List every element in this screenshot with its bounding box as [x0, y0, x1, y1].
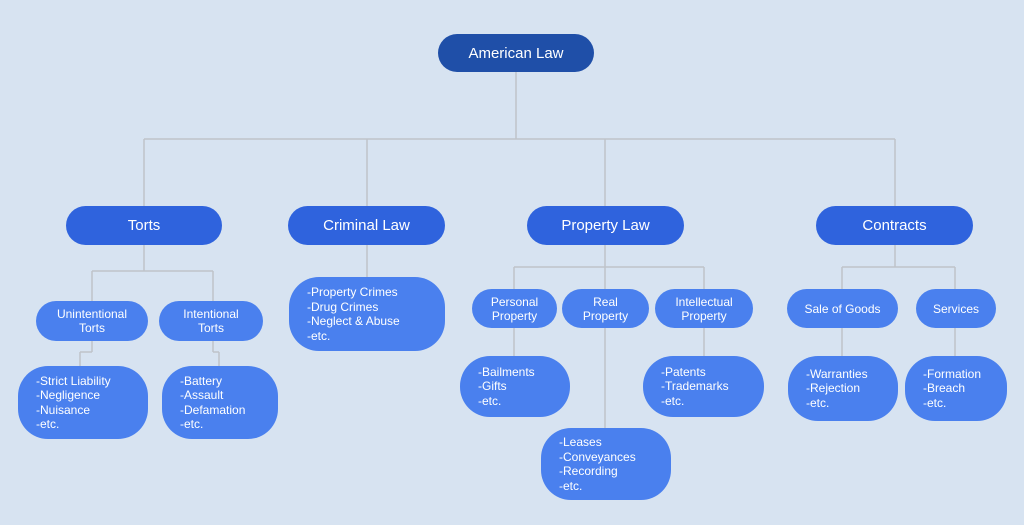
criminal-law-label: Criminal Law [323, 217, 410, 234]
leaf-personal-property-examples: -Bailments -Gifts -etc. [460, 356, 570, 417]
list-item: -Recording [559, 464, 618, 478]
leaf-intentional-torts-examples: -Battery -Assault -Defamation -etc. [162, 366, 278, 439]
list-item: -Neglect & Abuse [307, 314, 400, 328]
subcategory-node-sale-of-goods: Sale of Goods [787, 289, 898, 328]
real-property-line2: Property [582, 308, 629, 323]
leaf-real-property-examples: -Leases -Conveyances -Recording -etc. [541, 428, 671, 500]
personal-property-line1: Personal [490, 294, 539, 309]
torts-label: Torts [127, 217, 161, 234]
list-item: -Gifts [478, 379, 507, 394]
list-item: -etc. [180, 417, 204, 431]
subcategory-node-unintentional-torts: Unintentional Torts [36, 301, 148, 341]
subcategory-node-services: Services [916, 289, 996, 328]
leaf-sale-of-goods-examples: -Warranties -Rejection -etc. [788, 356, 898, 421]
category-node-property-law: Property Law [527, 206, 684, 245]
sale-of-goods-label: Sale of Goods [804, 301, 881, 316]
services-label: Services [932, 301, 979, 316]
category-node-contracts: Contracts [816, 206, 973, 245]
list-item: -Conveyances [559, 449, 636, 464]
list-item: -etc. [923, 395, 947, 410]
intellectual-property-line2: Property [681, 308, 727, 323]
subcategory-node-intentional-torts: Intentional Torts [159, 301, 263, 341]
list-item: -Strict Liability [36, 373, 111, 388]
root-node-american-law: American Law [438, 34, 594, 72]
list-item: -Nuisance [36, 402, 91, 417]
contracts-label: Contracts [862, 217, 927, 234]
list-item: -Trademarks [661, 379, 729, 394]
list-item: -Breach [923, 381, 966, 396]
subcategory-node-personal-property: Personal Property [472, 289, 557, 328]
list-item: -Defamation [180, 402, 246, 417]
intentional-torts-line2: Torts [197, 321, 224, 335]
list-item: -etc. [559, 478, 583, 493]
list-item: -Formation [923, 366, 982, 381]
list-item: -Bailments [478, 364, 535, 379]
intellectual-property-line1: Intellectual [675, 294, 733, 309]
list-item: -Drug Crimes [307, 299, 379, 314]
subcategory-node-intellectual-property: Intellectual Property [655, 289, 753, 328]
list-item: -Rejection [806, 381, 861, 396]
list-item: -Patents [661, 364, 706, 379]
list-item: -Warranties [806, 366, 868, 381]
leaf-unintentional-torts-examples: -Strict Liability -Negligence -Nuisance … [18, 366, 148, 439]
list-item: -etc. [661, 393, 685, 408]
root-label: American Law [468, 44, 564, 62]
leaf-intellectual-property-examples: -Patents -Trademarks -etc. [643, 356, 764, 417]
category-node-criminal-law: Criminal Law [288, 206, 445, 245]
subcategory-node-real-property: Real Property [562, 289, 649, 328]
unintentional-torts-line1: Unintentional [56, 307, 128, 321]
list-item: -Battery [180, 373, 223, 388]
list-item: -Property Crimes [307, 285, 398, 299]
list-item: -Assault [180, 388, 224, 402]
list-item: -Negligence [36, 388, 101, 402]
list-item: -etc. [36, 417, 60, 431]
personal-property-line2: Property [491, 308, 538, 323]
list-item: -etc. [307, 328, 331, 343]
category-node-torts: Torts [66, 206, 222, 245]
list-item: -Leases [559, 435, 602, 449]
leaf-services-examples: -Formation -Breach -etc. [905, 356, 1007, 421]
leaf-criminal-law-examples: -Property Crimes -Drug Crimes -Neglect &… [289, 277, 445, 351]
list-item: -etc. [478, 393, 502, 408]
intentional-torts-line1: Intentional [183, 307, 239, 321]
unintentional-torts-line2: Torts [78, 321, 105, 335]
real-property-line1: Real [593, 294, 618, 309]
property-law-label: Property Law [561, 217, 650, 234]
list-item: -etc. [806, 395, 830, 410]
